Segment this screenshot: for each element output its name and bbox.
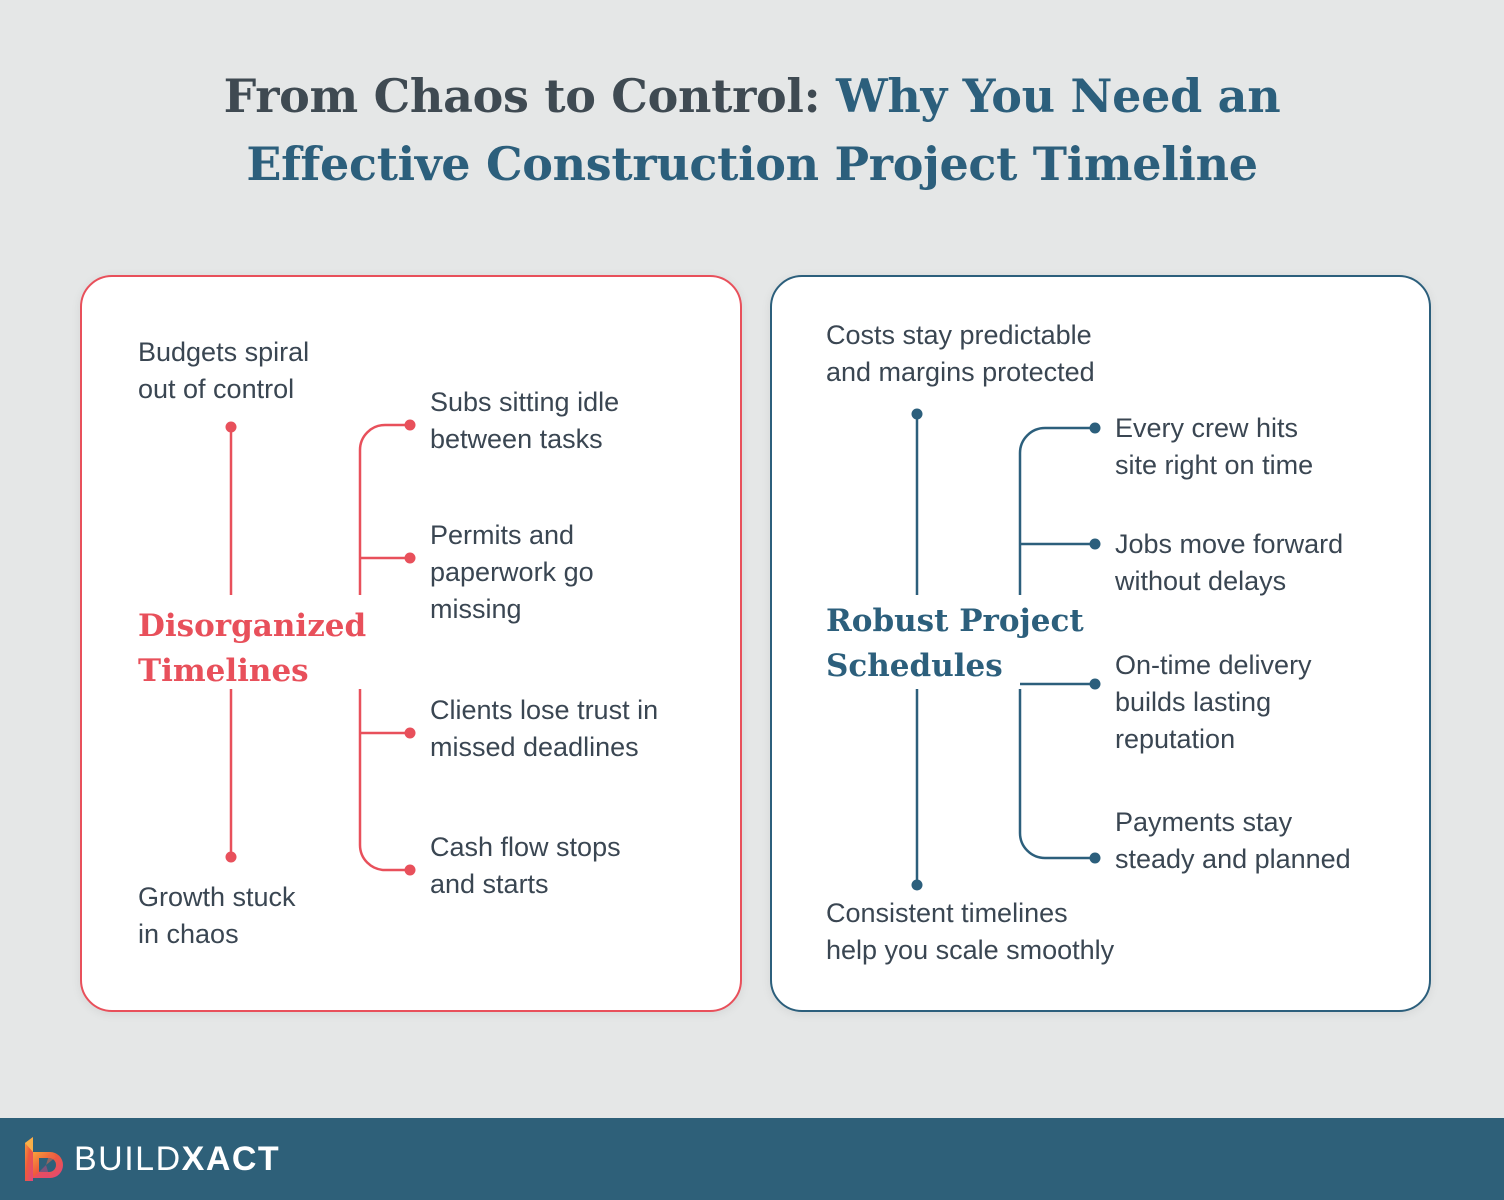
buildxact-b-logo-icon bbox=[25, 1137, 63, 1181]
panel-heading-left: Disorganized Timelines bbox=[138, 608, 367, 689]
branch-label-left-3: Clients lose trust in missed deadlines bbox=[430, 695, 659, 762]
branch-label-right-1: Every crew hits site right on time bbox=[1115, 413, 1314, 480]
buildxact-logo: BUILDXACT bbox=[22, 1135, 280, 1183]
panel-robust-project-schedules: Costs stay predictable and margins prote… bbox=[770, 275, 1431, 1012]
note-top-right: Costs stay predictable and margins prote… bbox=[826, 320, 1095, 387]
branch-label-left-2: Permits and paperwork go missing bbox=[430, 520, 594, 624]
footer-bar: BUILDXACT bbox=[0, 1118, 1504, 1200]
panel-heading-right: Robust Project Schedules bbox=[826, 603, 1084, 684]
page-title-segment-blue: Why You Need an bbox=[836, 69, 1281, 123]
branch-label-right-4: Payments stay steady and planned bbox=[1115, 807, 1351, 874]
panel-disorganized-timelines: Budgets spiral out of control Disorganiz… bbox=[80, 275, 742, 1012]
panel-content-left: Budgets spiral out of control Disorganiz… bbox=[82, 277, 740, 1010]
branch-label-right-3: On-time delivery builds lasting reputati… bbox=[1115, 650, 1312, 754]
page-title-line-1: From Chaos to Control: Why You Need an bbox=[0, 62, 1504, 130]
page-title: From Chaos to Control: Why You Need an E… bbox=[0, 62, 1504, 198]
branch-label-left-4: Cash flow stops and starts bbox=[430, 832, 621, 899]
note-bottom-right: Consistent timelines help you scale smoo… bbox=[826, 898, 1115, 965]
page-title-segment-dark: From Chaos to Control: bbox=[223, 69, 821, 123]
page-title-line-2: Effective Construction Project Timeline bbox=[246, 137, 1258, 191]
note-top-left: Budgets spiral out of control bbox=[138, 337, 310, 404]
logo-word-build: BUILD bbox=[74, 1139, 182, 1178]
buildxact-wordmark: BUILDXACT bbox=[74, 1140, 280, 1179]
note-bottom-left: Growth stuck in chaos bbox=[138, 882, 296, 949]
panel-content-right: Costs stay predictable and margins prote… bbox=[772, 277, 1429, 1010]
logo-word-xact: XACT bbox=[181, 1139, 281, 1178]
branch-label-left-1: Subs sitting idle between tasks bbox=[430, 387, 620, 454]
branch-label-right-2: Jobs move forward without delays bbox=[1115, 529, 1344, 596]
